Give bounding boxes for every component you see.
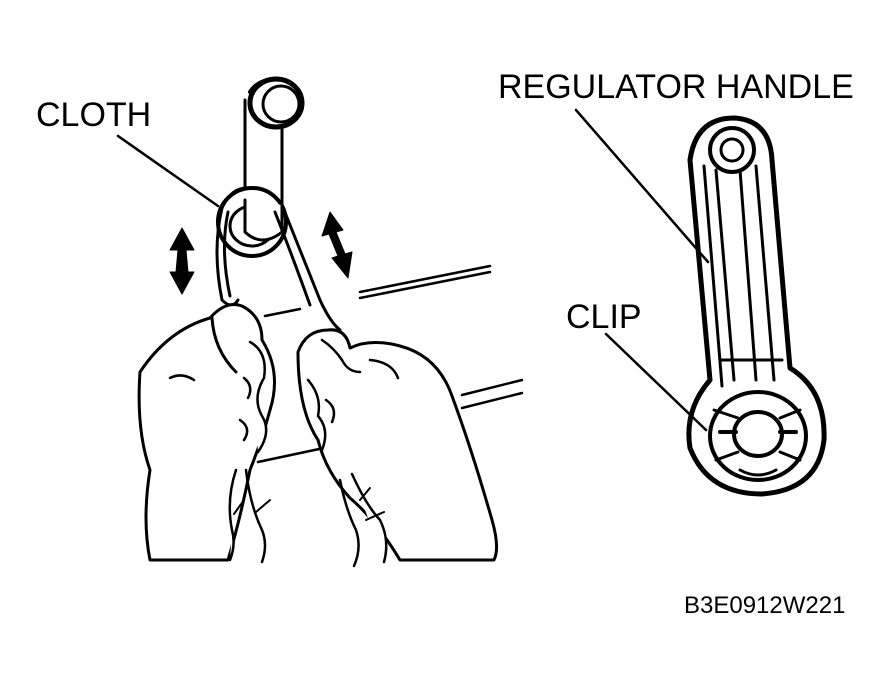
left-hand [139,305,274,563]
regulator-shaft [245,79,302,240]
right-hand [298,330,497,566]
cloth-strip [118,136,340,330]
regulator-handle-label: REGULATOR HANDLE [498,68,854,106]
clip-label: CLIP [566,298,642,336]
figure-code: B3E0912W221 [684,592,846,619]
door-panel-lines [258,266,522,462]
regulator-handle-leader [576,110,708,262]
cloth-label: CLOTH [36,96,152,134]
motion-arrows [170,212,352,294]
regulator-handle [689,118,824,494]
clip-leader [606,334,706,430]
